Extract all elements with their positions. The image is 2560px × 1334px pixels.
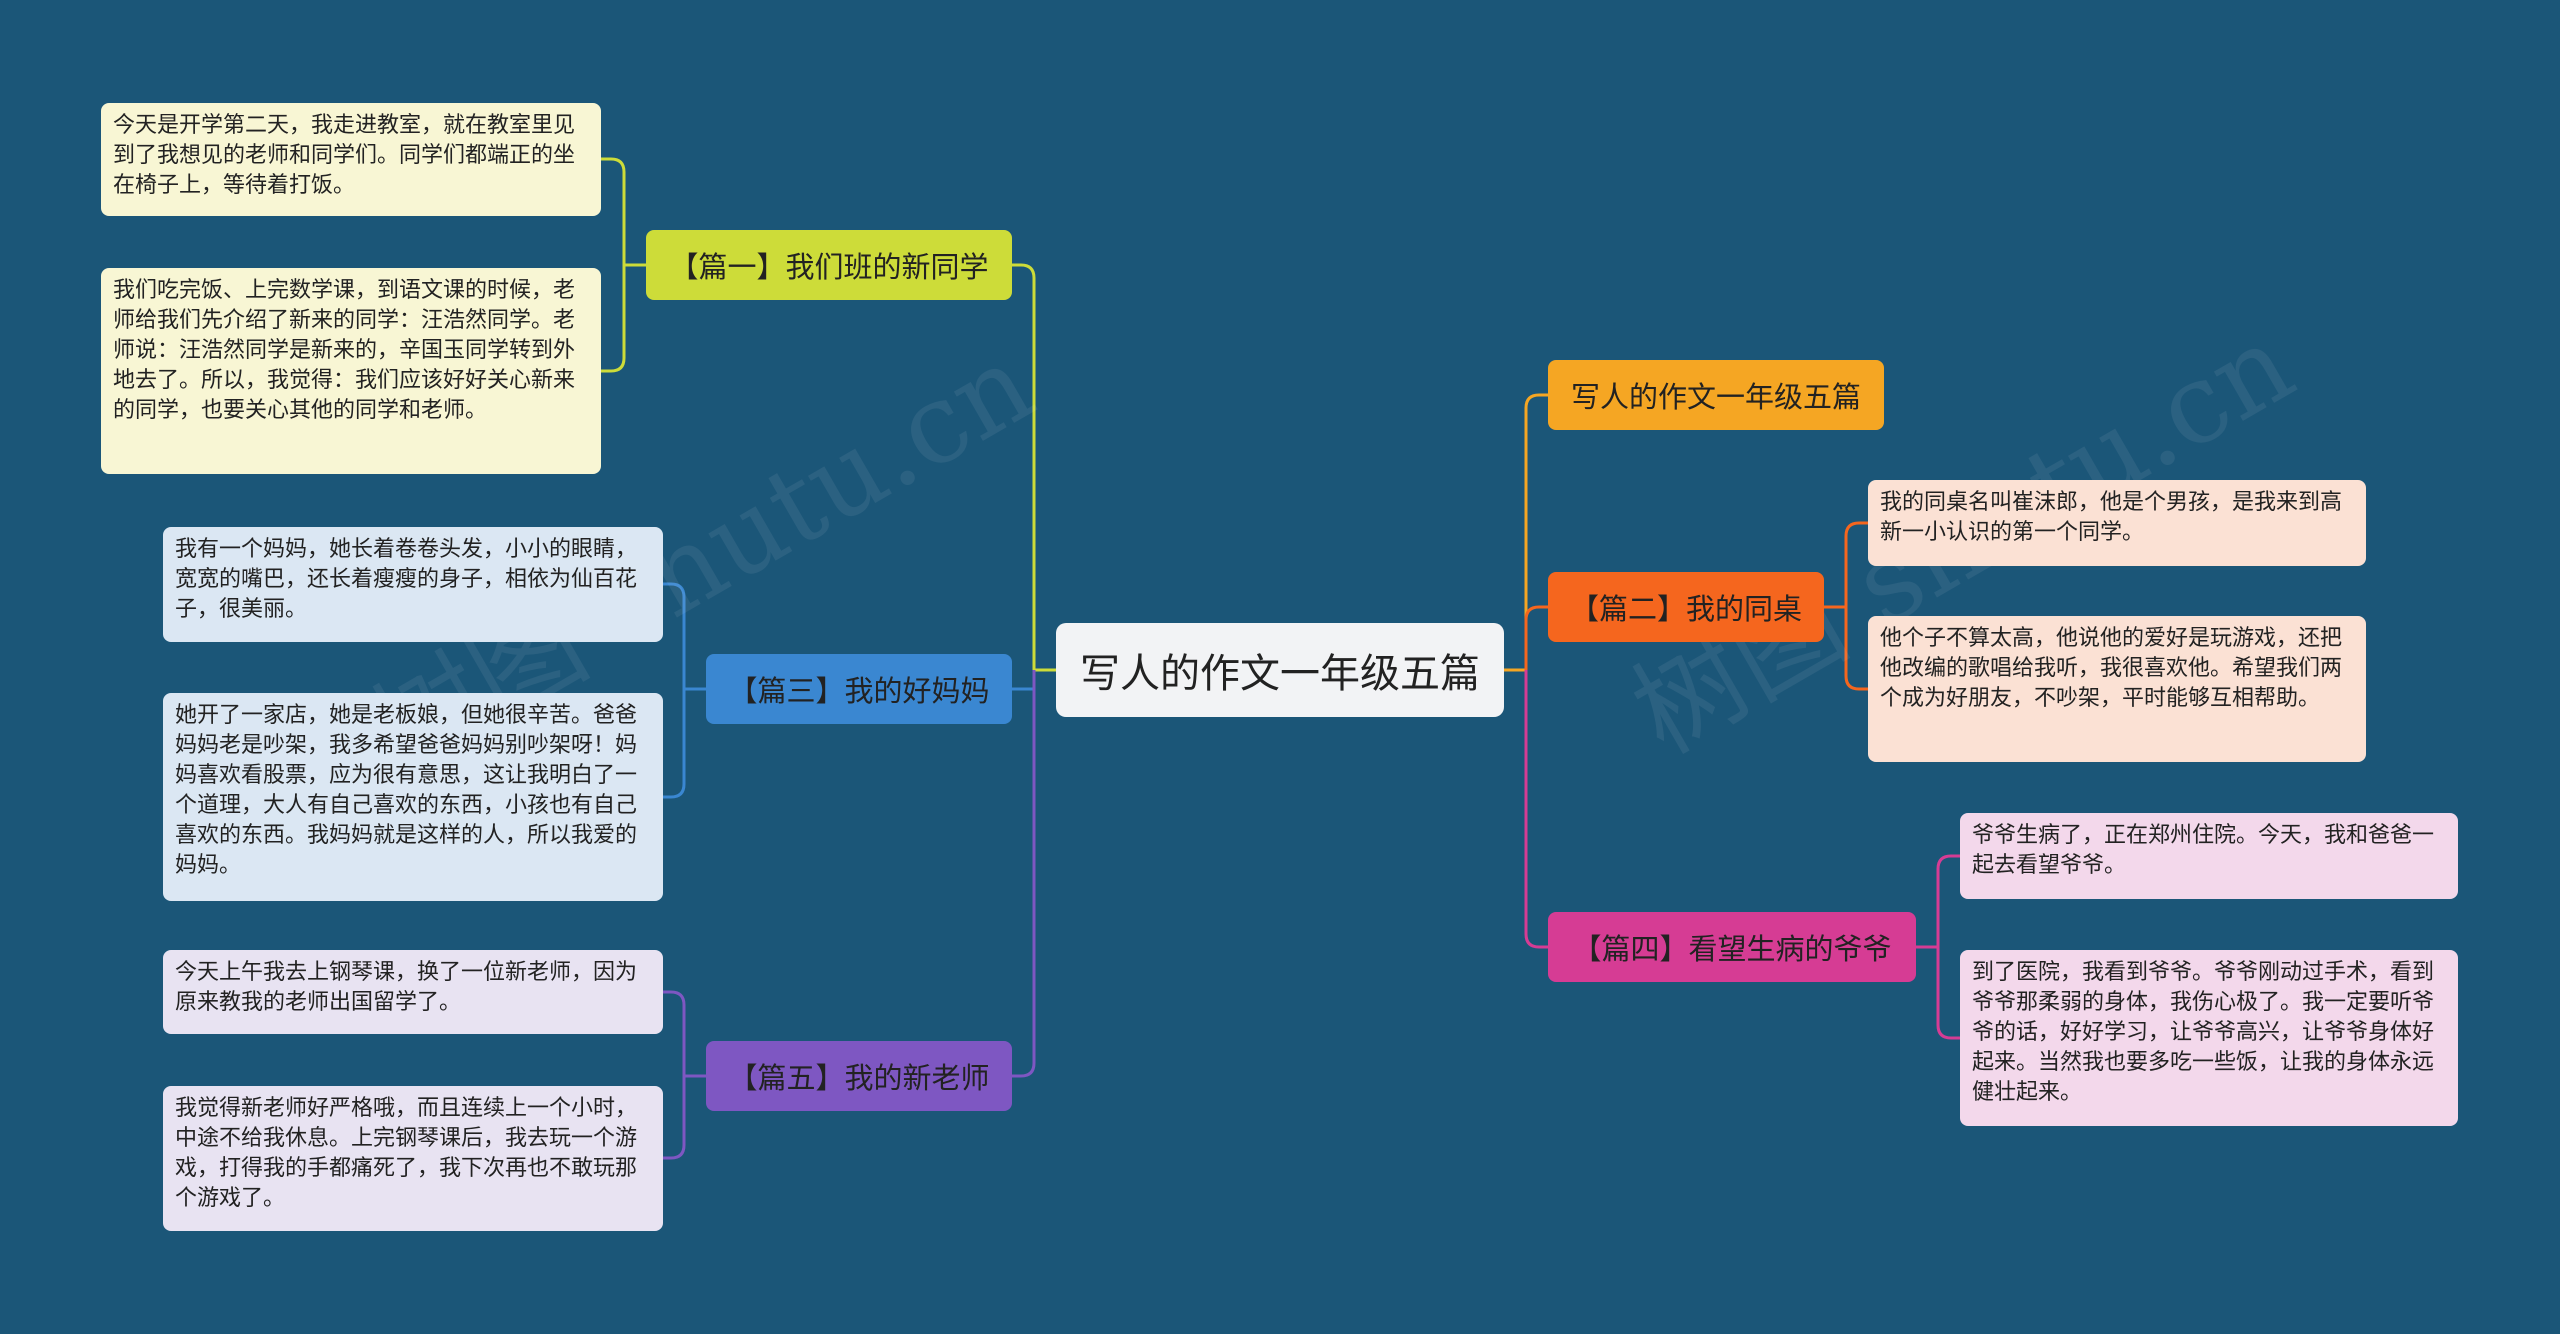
topic-pian-3[interactable]: 【篇三】我的好妈妈: [706, 654, 1012, 724]
topic-pian-1[interactable]: 【篇一】我们班的新同学: [646, 230, 1012, 300]
link-pian-2-a: [1824, 521, 1868, 609]
link-pian-4-b: [1936, 947, 1960, 1040]
link-pian-5-a: [663, 990, 706, 1078]
link-root-title: [1504, 393, 1548, 672]
link-root-pian-4: [1524, 670, 1548, 949]
link-pian-2-b: [1844, 607, 1868, 691]
link-pian-1-a: [601, 157, 646, 267]
leaf-pian-1-a[interactable]: 今天是开学第二天，我走进教室，就在教室里见到了我想见的老师和同学们。同学们都端正…: [101, 103, 601, 216]
link-root-pian-3: [1012, 670, 1036, 691]
topic-pian-2[interactable]: 【篇二】我的同桌: [1548, 572, 1824, 642]
link-root-pian-5: [1012, 670, 1036, 1078]
root-topic[interactable]: 写人的作文一年级五篇: [1056, 623, 1504, 717]
leaf-pian-1-b[interactable]: 我们吃完饭、上完数学课，到语文课的时候，老师给我们先介绍了新来的同学：汪浩然同学…: [101, 268, 601, 474]
link-pian-3-a: [663, 582, 706, 691]
leaf-pian-4-a[interactable]: 爷爷生病了，正在郑州住院。今天，我和爸爸一起去看望爷爷。: [1960, 813, 2458, 899]
leaf-pian-2-a[interactable]: 我的同桌名叫崔沫郎，他是个男孩，是我来到高新一小认识的第一个同学。: [1868, 480, 2366, 566]
leaf-pian-4-b[interactable]: 到了医院，我看到爷爷。爷爷刚动过手术，看到爷爷那柔弱的身体，我伤心极了。我一定要…: [1960, 950, 2458, 1126]
link-root-pian-1: [1012, 263, 1056, 672]
leaf-pian-3-b[interactable]: 她开了一家店，她是老板娘，但她很辛苦。爸爸妈妈老是吵架，我多希望爸爸妈妈别吵架呀…: [163, 693, 663, 901]
topic-pian-5[interactable]: 【篇五】我的新老师: [706, 1041, 1012, 1111]
link-pian-1-b: [601, 265, 626, 373]
topic-title-repeat[interactable]: 写人的作文一年级五篇: [1548, 360, 1884, 430]
link-root-pian-2: [1524, 605, 1548, 670]
topic-pian-4[interactable]: 【篇四】看望生病的爷爷: [1548, 912, 1916, 982]
leaf-pian-3-a[interactable]: 我有一个妈妈，她长着卷卷头发，小小的眼睛，宽宽的嘴巴，还长着瘦瘦的身子，相依为仙…: [163, 527, 663, 642]
leaf-pian-5-b[interactable]: 我觉得新老师好严格哦，而且连续上一个小时，中途不给我休息。上完钢琴课后，我去玩一…: [163, 1086, 663, 1231]
leaf-pian-5-a[interactable]: 今天上午我去上钢琴课，换了一位新老师，因为原来教我的老师出国留学了。: [163, 950, 663, 1034]
link-pian-4-a: [1916, 854, 1960, 949]
link-pian-5-b: [663, 1076, 686, 1160]
leaf-pian-2-b[interactable]: 他个子不算太高，他说他的爱好是玩游戏，还把他改编的歌唱给我听，我很喜欢他。希望我…: [1868, 616, 2366, 762]
link-pian-3-b: [663, 689, 686, 799]
